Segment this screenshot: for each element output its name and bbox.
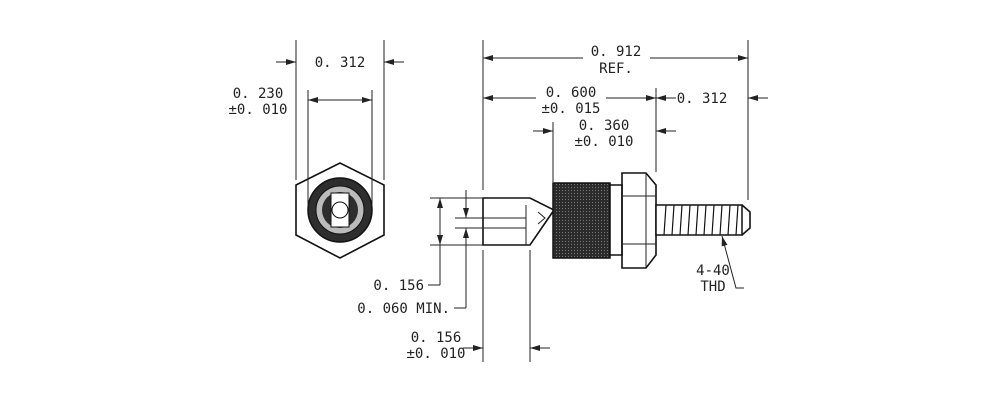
dim-thread-len: 0. 312	[656, 91, 768, 107]
dim-tip-len: 0. 156 ±0. 010	[406, 250, 550, 362]
dim-hole-dia-label: 0. 230	[233, 86, 284, 102]
dim-hole-dia-tol: ±0. 010	[228, 102, 287, 118]
dim-hex-width-label: 0. 312	[315, 55, 366, 71]
thread-note-label: 4-40	[696, 263, 730, 279]
thread-note-label-2: THD	[700, 279, 725, 295]
dim-hex-width: 0. 312	[276, 40, 404, 180]
dim-knurl-len-tol: ±0. 010	[574, 134, 633, 150]
washer	[609, 184, 623, 256]
slotted-tip	[482, 197, 556, 246]
dim-tip-len-label: 0. 156	[411, 330, 462, 346]
end-view	[295, 162, 385, 259]
knurled-body	[552, 182, 611, 259]
hex-outline	[295, 162, 385, 259]
dim-knurl-len-label: 0. 360	[579, 118, 630, 134]
thread-note: 4-40 THD	[696, 235, 744, 295]
dim-slot-dia-label: 0. 156	[373, 278, 424, 294]
dim-slot: 0. 156 0. 060 MIN.	[357, 190, 483, 317]
side-view	[482, 172, 751, 269]
dim-tip-len-tol: ±0. 010	[406, 346, 465, 362]
dim-overall-ref: REF.	[599, 61, 633, 77]
dim-body-len-tol: ±0. 015	[541, 101, 600, 117]
thread-marks	[663, 204, 739, 236]
dim-overall: 0. 912 REF.	[482, 40, 749, 200]
dim-thread-len-label: 0. 312	[677, 91, 728, 107]
dim-body-len-label: 0. 600	[546, 85, 597, 101]
dim-knurl-len: 0. 360 ±0. 010	[533, 118, 676, 182]
dim-overall-label: 0. 912	[591, 44, 642, 60]
dim-body-len: 0. 600 ±0. 015	[483, 85, 657, 172]
dim-hole-dia: 0. 230 ±0. 010	[228, 86, 373, 205]
threaded-stud	[655, 204, 743, 236]
hex-nut-side	[621, 172, 657, 269]
dim-slot-min-label: 0. 060 MIN.	[357, 301, 450, 317]
